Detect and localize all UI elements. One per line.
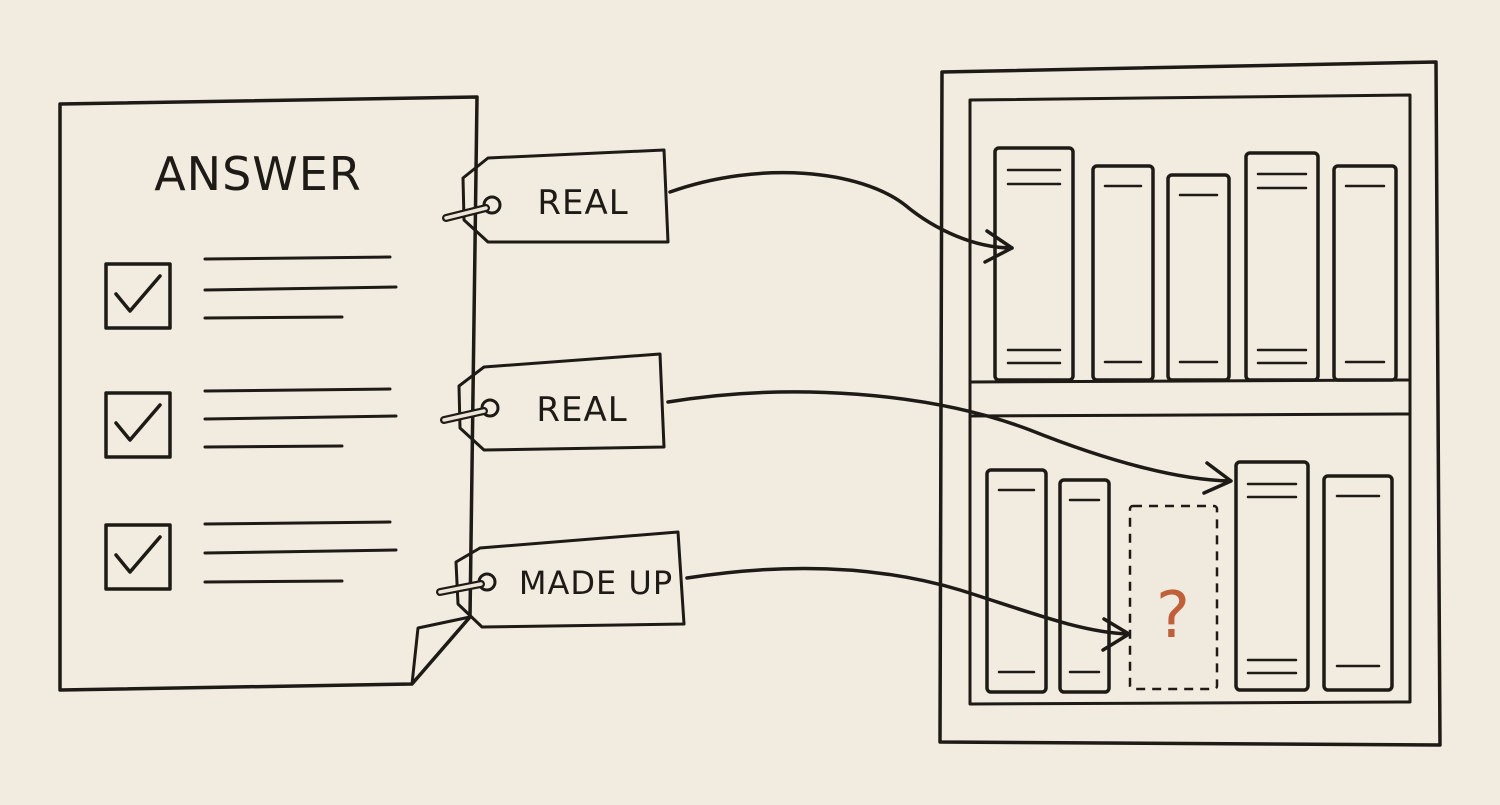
tag-label: MADE UP [519,564,673,602]
text-line [203,414,398,421]
answer-item [104,255,398,330]
arrow-line [666,390,1232,483]
text-line [203,548,398,555]
bookshelf-back [968,93,1412,706]
bottom-shelf-books: ? [985,460,1394,694]
text-line [203,315,344,320]
book-band [997,488,1036,674]
arrow-to-missing-book [685,566,1131,652]
book-highlighted [1244,151,1320,382]
book [985,468,1048,694]
book-highlighted [993,146,1075,382]
checkmark-icon [114,403,162,442]
book-band [1335,494,1381,668]
answer-document: ANSWER [58,95,479,692]
top-shelf-books [993,146,1398,382]
text-line [203,444,344,449]
book-band [1103,184,1143,364]
tag-label: REAL [536,390,627,430]
question-mark: ? [1156,579,1190,653]
checkmark-icon [114,274,162,313]
arrowhead-icon [1101,617,1131,652]
tag-string [444,206,488,220]
book-band [1068,498,1101,674]
book-band [1246,482,1298,675]
bookshelf-frame [938,60,1442,747]
tag-string [442,409,486,422]
text-line [203,387,392,393]
tag-body [457,352,666,452]
dog-ear-fold [410,615,472,686]
arrow-to-bottom-book [666,390,1233,495]
book-band [1344,184,1386,364]
missing-book-slot [1128,504,1219,691]
book [1058,478,1111,694]
document-title: ANSWER [154,147,362,201]
answer-item [104,520,398,591]
tag-string [438,582,483,594]
text-line [203,285,398,292]
book-highlighted [1234,460,1310,692]
tag-body [461,148,670,244]
book-band [1006,168,1062,365]
tag-label: REAL [537,183,628,223]
tag-real-2: REAL [440,352,666,452]
tag-body [454,530,686,629]
text-line [203,255,392,261]
text-line [203,579,344,584]
arrowhead-icon [1202,461,1233,495]
checkbox [104,262,172,330]
book [1322,474,1394,692]
arrow-to-top-book [668,170,1014,264]
arrow-line [668,170,1014,250]
tag-real-1: REAL [442,148,670,244]
arrow-line [685,566,1130,636]
answer-item [104,387,398,459]
arrows [666,170,1233,652]
checkmark-icon [114,535,162,574]
shelf-board [968,378,1412,418]
book [1332,164,1398,382]
tag-made-up: MADE UP [436,530,686,629]
book [1166,173,1231,382]
book [1091,164,1155,382]
arrowhead-icon [983,229,1014,264]
text-line [203,520,392,526]
bookshelf: ? [938,60,1442,747]
book-band [1256,172,1308,365]
book-band [1178,193,1219,364]
checkbox [104,523,172,591]
checkbox [104,391,172,459]
